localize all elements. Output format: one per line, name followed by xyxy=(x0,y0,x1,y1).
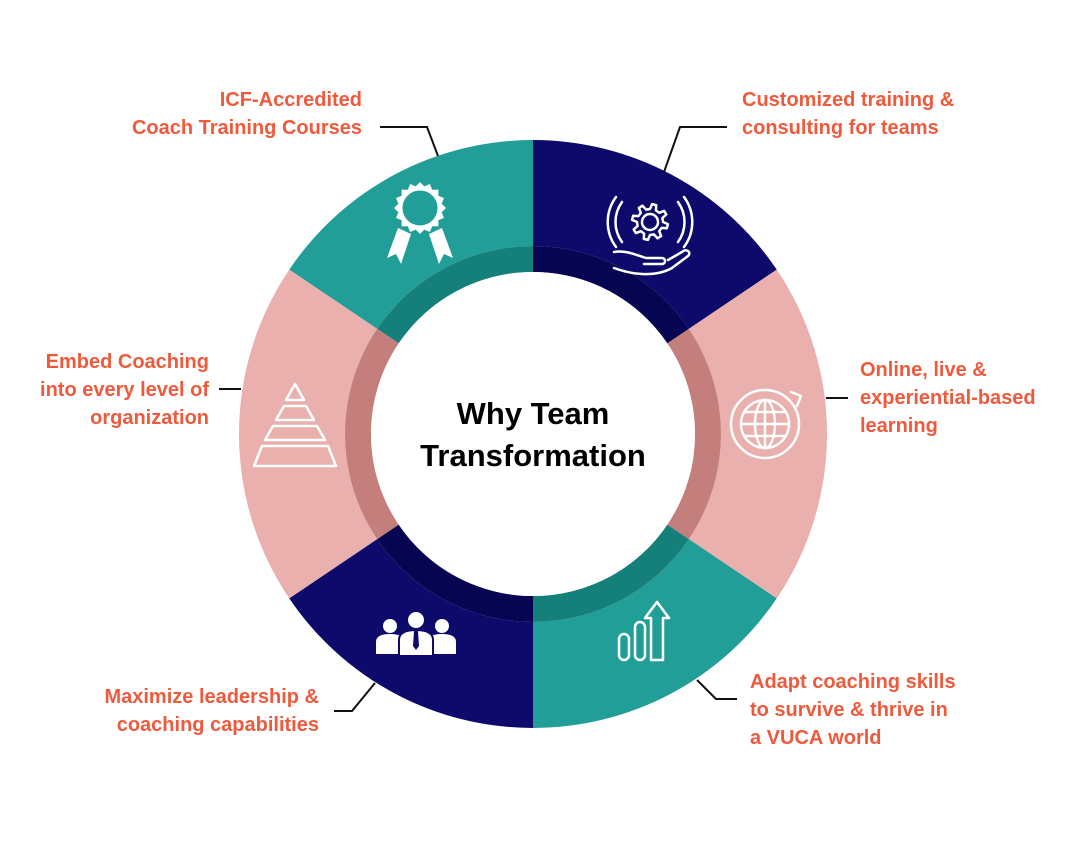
center-title-line-1: Why Team xyxy=(456,396,610,431)
center-title-line-2: Transformation xyxy=(420,438,646,473)
gear-hand-icon xyxy=(606,195,694,276)
connector-leader xyxy=(334,682,376,712)
segment-vuca xyxy=(533,539,777,728)
label-vuca-world: Adapt coaching skills to survive & thriv… xyxy=(750,668,956,752)
inner-ring xyxy=(344,246,722,622)
label-line: Adapt coaching skills xyxy=(750,671,956,693)
inner-band-online xyxy=(667,328,722,540)
label-line: organization xyxy=(90,407,209,429)
globe-icon xyxy=(729,388,803,460)
growth-bars-arrow-icon xyxy=(617,600,671,662)
label-line: ICF-Accredited xyxy=(219,89,362,111)
label-line: coaching capabilities xyxy=(116,714,319,736)
label-line: Online, live & xyxy=(860,359,987,381)
label-line: Embed Coaching xyxy=(45,351,209,373)
inner-band-vuca xyxy=(533,524,689,622)
label-line: experiential-based xyxy=(860,387,1036,409)
label-online-learning: Online, live & experiential-based learni… xyxy=(860,356,1036,440)
award-ribbon-icon xyxy=(387,182,453,264)
label-line: into every level of xyxy=(40,379,209,401)
segment-online xyxy=(688,269,827,599)
pyramid-icon xyxy=(252,382,338,468)
label-line: consulting for teams xyxy=(742,117,939,139)
segment-icf xyxy=(289,140,533,329)
label-line: Maximize leadership & xyxy=(104,686,319,708)
label-line: learning xyxy=(860,415,938,437)
center-title: Why Team Transformation xyxy=(383,393,683,477)
team-people-icon xyxy=(376,610,456,657)
label-customized-training: Customized training & consulting for tea… xyxy=(742,86,954,142)
label-line: to survive & thrive in xyxy=(750,699,948,721)
label-leadership: Maximize leadership & coaching capabilit… xyxy=(104,683,319,739)
connector-icf xyxy=(380,126,439,157)
connector-custom xyxy=(663,126,727,173)
inner-band-leader xyxy=(377,524,533,622)
inner-band-icf xyxy=(377,246,533,344)
inner-band-embed xyxy=(344,328,399,540)
label-icf-accredited: ICF-Accredited Coach Training Courses xyxy=(132,86,362,142)
center-circle xyxy=(371,272,695,596)
label-line: Coach Training Courses xyxy=(131,117,362,139)
connector-vuca xyxy=(696,679,737,700)
label-embed-coaching: Embed Coaching into every level of organ… xyxy=(40,348,209,432)
inner-band-custom xyxy=(533,246,689,344)
label-line: Customized training & xyxy=(742,89,955,111)
label-line: a VUCA world xyxy=(750,727,882,749)
segment-embed xyxy=(238,269,378,599)
connector-lines xyxy=(219,126,848,712)
